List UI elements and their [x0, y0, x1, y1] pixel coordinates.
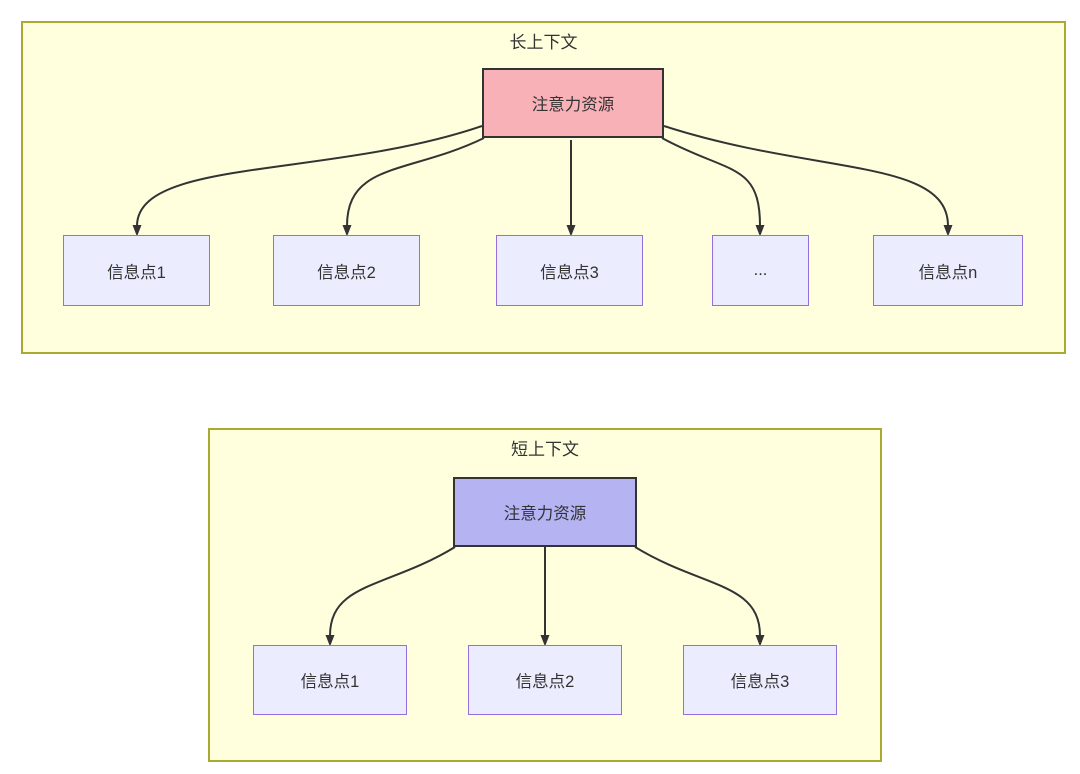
long-node-ellipsis: ... — [712, 235, 809, 306]
long-node-3: 信息点3 — [496, 235, 643, 306]
short-node-3: 信息点3 — [683, 645, 837, 715]
short-attention-box: 注意力资源 — [453, 477, 637, 547]
long-node-1-label: 信息点1 — [107, 263, 166, 282]
long-node-3-label: 信息点3 — [540, 263, 599, 282]
long-attention-box: 注意力资源 — [482, 68, 664, 138]
short-node-3-label: 信息点3 — [730, 673, 790, 691]
short-node-1-label: 信息点1 — [300, 673, 360, 691]
short-context-title: 短上下文 — [511, 440, 579, 459]
long-node-1: 信息点1 — [63, 235, 210, 306]
short-node-2: 信息点2 — [468, 645, 622, 715]
short-node-2-label: 信息点2 — [515, 673, 575, 691]
short-attention-label: 注意力资源 — [503, 505, 587, 523]
long-node-2: 信息点2 — [273, 235, 420, 306]
long-node-n-label: 信息点n — [918, 263, 978, 282]
long-context-title: 长上下文 — [509, 33, 578, 52]
long-attention-label: 注意力资源 — [531, 96, 615, 114]
long-node-2-label: 信息点2 — [317, 263, 376, 282]
long-node-n: 信息点n — [873, 235, 1023, 306]
short-node-1: 信息点1 — [253, 645, 407, 715]
long-node-ellipsis-label: ... — [753, 261, 768, 279]
